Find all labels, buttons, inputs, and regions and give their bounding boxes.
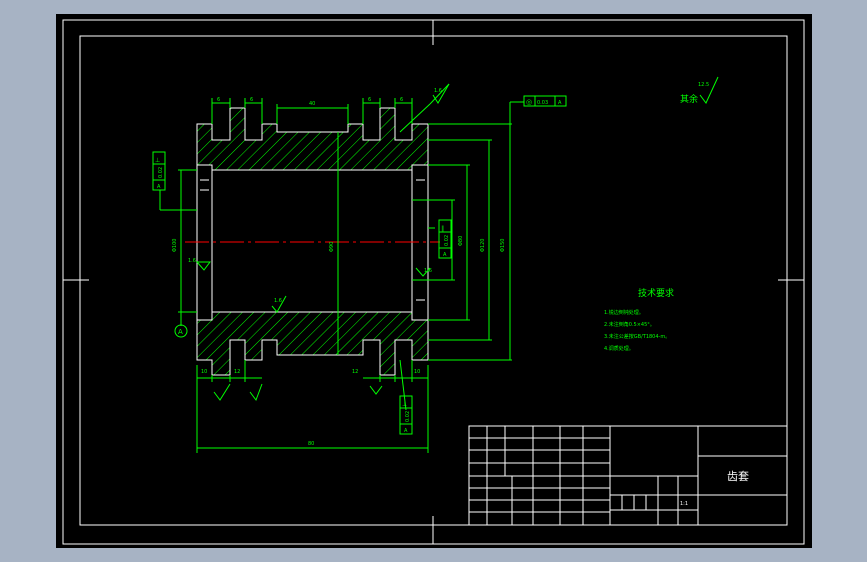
- part-section-view[interactable]: [185, 107, 440, 376]
- tolerance-4-value: 0.02: [405, 411, 411, 422]
- title-block-part-name: 齿套: [727, 470, 749, 483]
- tolerance-1-value: 0.03: [537, 100, 548, 106]
- tech-requirement-item: 4.调质处理。: [604, 345, 634, 352]
- tolerance-3-datum: A: [443, 252, 447, 258]
- tolerance-2-symbol: ⊥: [155, 157, 160, 164]
- roughness-note: 其余: [680, 93, 698, 105]
- dim-top-slot-left-1: 6: [217, 97, 220, 103]
- tech-requirement-item: 3.未注公差按GB/T1804-m。: [604, 333, 670, 340]
- roughness-top-value: 1.6: [434, 88, 442, 94]
- dim-bottom-2: 12: [234, 369, 240, 375]
- dim-inner-dia: Φ80: [458, 236, 464, 246]
- dim-overall-length: 80: [308, 441, 314, 447]
- tolerance-3-value: 0.02: [444, 235, 450, 246]
- tolerance-1-symbol: ◎: [526, 98, 532, 106]
- dim-outer-dia-2: Φ150: [500, 239, 506, 252]
- roughness-left-value: 1.6: [188, 258, 196, 264]
- datum-symbol: A: [174, 324, 188, 338]
- roughness-right-value: 1.6: [424, 268, 432, 274]
- roughness-mid-value: 1.6: [274, 298, 282, 304]
- tech-requirements-heading: 技术要求: [638, 287, 674, 299]
- dim-bottom-3: 12: [352, 369, 358, 375]
- dim-bore-dia: Φ90: [329, 242, 335, 252]
- tolerance-4-symbol: ⊥: [402, 401, 407, 408]
- tolerance-frame-1: ◎ 0.03 A: [523, 95, 567, 107]
- tech-requirement-item: 1.锐边倒钝处理。: [604, 309, 644, 316]
- title-block-scale: 1:1: [680, 501, 688, 507]
- roughness-note-value: 12.5: [698, 82, 709, 88]
- dim-bottom-4: 10: [414, 369, 420, 375]
- drawing-canvas[interactable]: [56, 14, 812, 548]
- dim-bottom-1: 10: [201, 369, 207, 375]
- datum-letter: A: [178, 328, 183, 336]
- dim-top-slot-right-2: 6: [400, 97, 403, 103]
- centering-marks: [63, 20, 804, 544]
- tolerance-frame-3: ∥ 0.02 A: [438, 219, 452, 259]
- dim-top-slot-left-2: 6: [250, 97, 253, 103]
- roughness-symbols: [195, 76, 719, 402]
- title-block[interactable]: [468, 425, 788, 526]
- dimension-texts: 6 6 40 6 6 80 Φ150 Φ120 Φ80 Φ90 Φ100 10 …: [172, 97, 506, 447]
- tolerance-3-symbol: ∥: [441, 225, 444, 232]
- tolerance-4-datum: A: [404, 428, 408, 434]
- dim-outer-dia: Φ120: [480, 239, 486, 252]
- dim-top-center-width: 40: [309, 101, 315, 107]
- tolerance-2-datum: A: [157, 184, 161, 190]
- tolerance-frame-4: ⊥ 0.02 A: [399, 395, 413, 435]
- tolerance-1-datum: A: [558, 100, 562, 106]
- tech-requirement-item: 2.未注倒角0.5×45°。: [604, 321, 655, 328]
- technical-requirements: 技术要求 1.锐边倒钝处理。 2.未注倒角0.5×45°。 3.未注公差按GB/…: [604, 287, 674, 352]
- roughness-values: 1.6 1.6 1.6 1.6: [188, 88, 442, 304]
- dim-left-dia: Φ100: [172, 239, 178, 252]
- tolerance-2-value: 0.02: [158, 167, 164, 178]
- dimension-lines: [159, 83, 524, 453]
- dim-top-slot-right-1: 6: [368, 97, 371, 103]
- tolerance-frame-2: ⊥ 0.02 A: [152, 151, 166, 191]
